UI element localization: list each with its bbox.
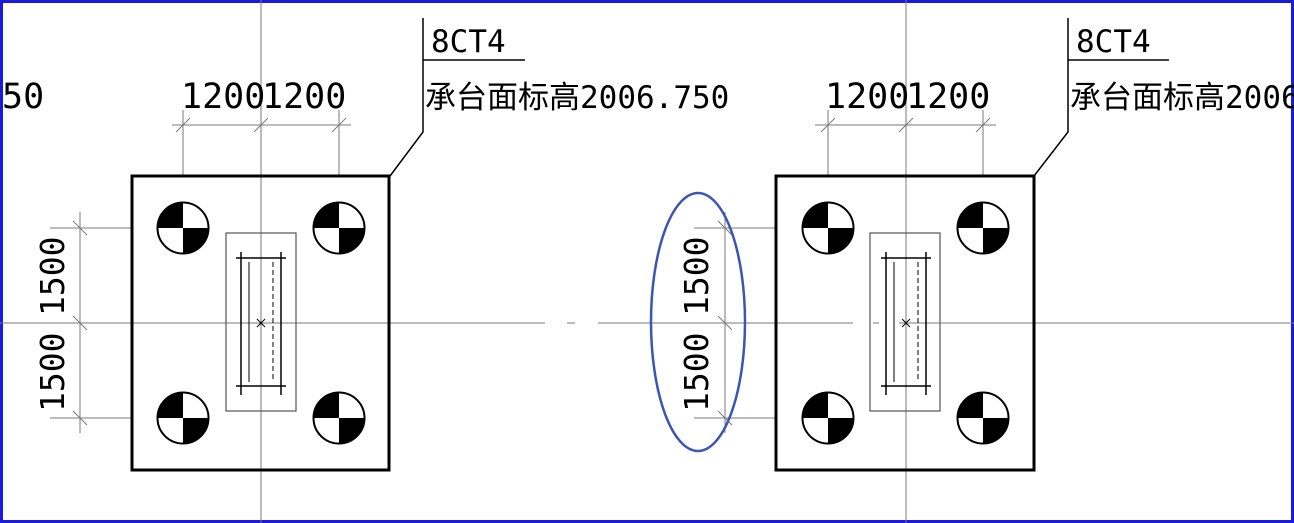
right-dim-y-1: 1500 <box>677 237 716 316</box>
right-cap-leader <box>1033 18 1169 177</box>
right-cap-elevation: 承台面标高2006.750 <box>1070 80 1294 116</box>
left-dim-y-1: 1500 <box>33 237 72 316</box>
right-dim-y-2: 1500 <box>677 333 716 412</box>
left-pile-bottom-left <box>156 391 210 445</box>
left-pile-top-right <box>312 201 366 255</box>
left-dim-x-2: 1200 <box>262 77 346 117</box>
right-dimension-x <box>815 110 996 175</box>
right-column <box>869 232 941 412</box>
right-pile-bottom-right <box>956 391 1010 445</box>
left-dim-y-2: 1500 <box>33 333 72 412</box>
right-dim-x-2: 1200 <box>906 77 990 117</box>
left-dim-x-1: 1200 <box>181 77 265 117</box>
right-cap-id: 8CT4 <box>1076 24 1151 60</box>
left-cap-id: 8CT4 <box>431 24 506 60</box>
right-dim-x-1: 1200 <box>825 77 909 117</box>
left-cap-elevation: 承台面标高2006.750 <box>425 80 729 116</box>
highlight-ellipse <box>649 191 747 453</box>
right-pile-top-right <box>956 201 1010 255</box>
right-pile-bottom-left <box>801 391 855 445</box>
left-pile-bottom-right <box>312 391 366 445</box>
right-pile-top-left <box>801 201 855 255</box>
left-edge-label: 50 <box>2 77 44 117</box>
left-cap-outline <box>130 174 391 472</box>
right-pile-cap-group: 1200 1200 1500 1500 <box>677 18 1294 472</box>
left-dimension-x <box>172 110 351 175</box>
left-pile-top-left <box>156 201 210 255</box>
left-pile-cap-group: 50 1200 1200 1500 1500 <box>2 18 729 472</box>
right-dimension-y <box>694 212 776 433</box>
right-cap-outline <box>774 174 1036 472</box>
left-column <box>225 232 297 412</box>
left-cap-leader <box>389 18 525 177</box>
left-dimension-y <box>50 212 132 433</box>
